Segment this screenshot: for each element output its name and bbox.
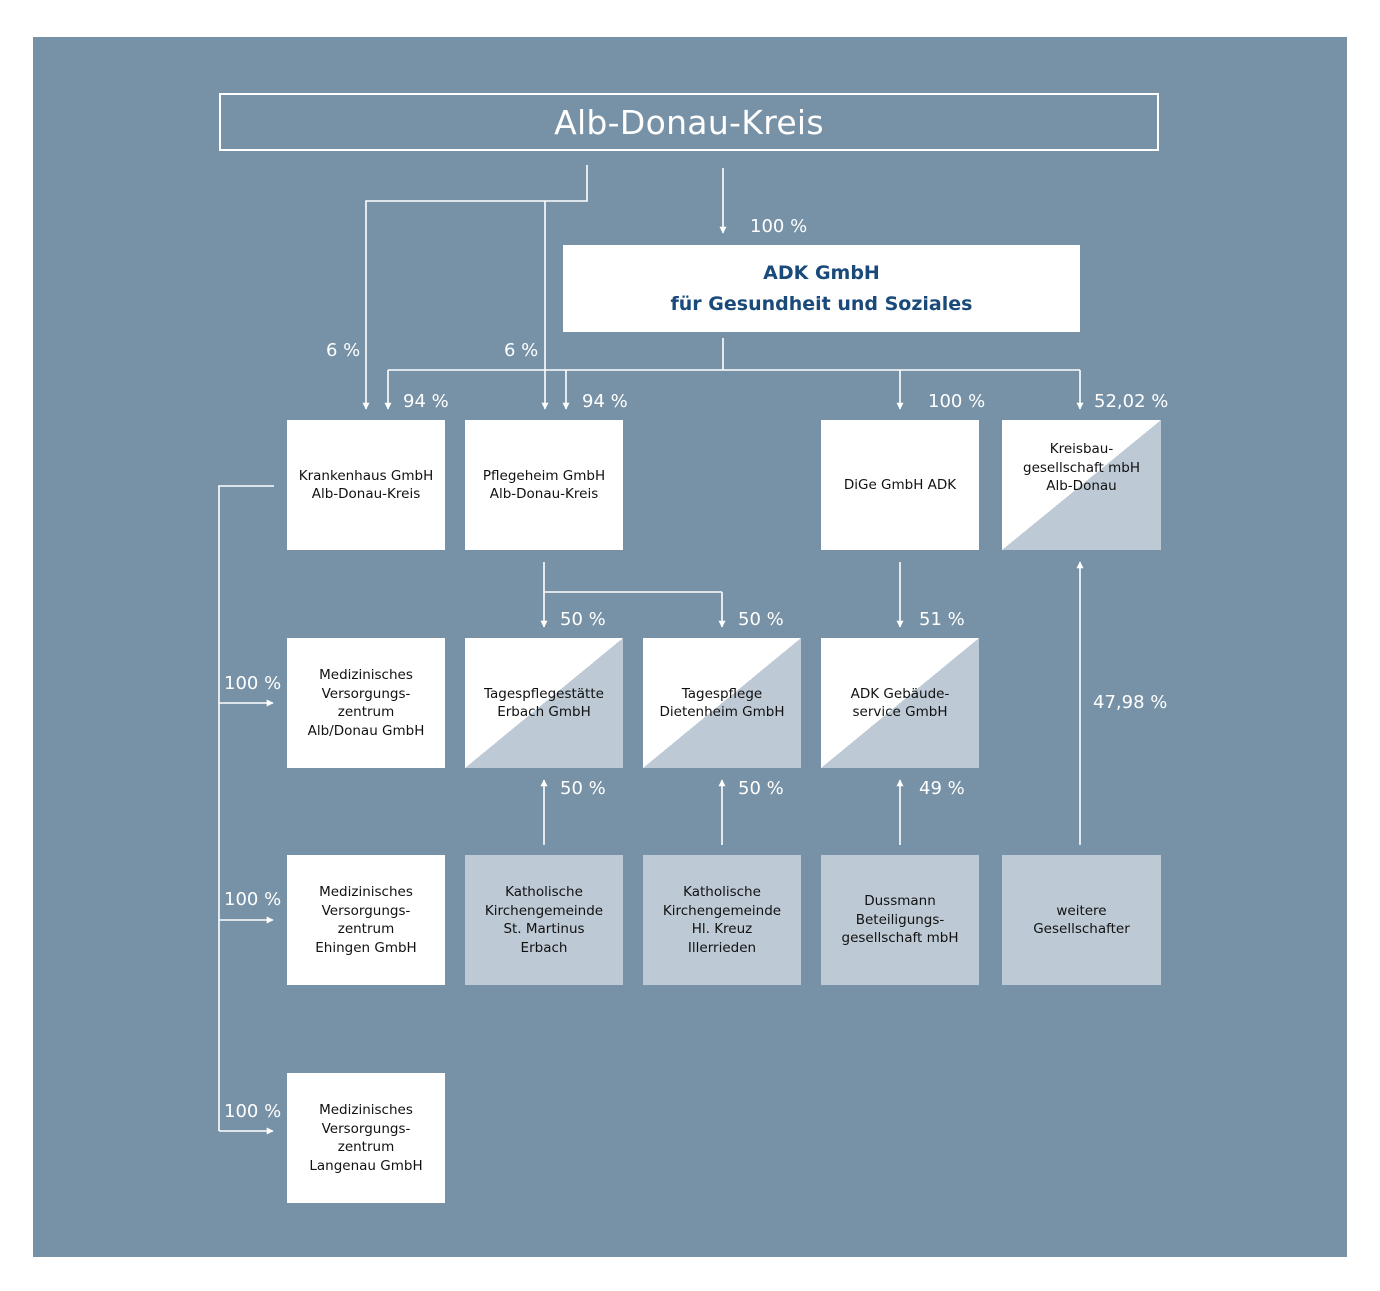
node-label: DiGe GmbH ADK: [843, 476, 957, 493]
share-dietenheim-from-pflegeheim: 50 %: [738, 609, 784, 630]
line-adk-bus: [388, 338, 1080, 371]
node-label: Pflegeheim GmbH Alb-Donau-Kreis: [482, 467, 606, 503]
node-label: Medizinisches Versorgungs- zentrum Ehing…: [315, 884, 417, 956]
line-pflegeheim-bus: [543, 562, 722, 593]
node-dige: DiGe GmbH ADK: [821, 420, 979, 550]
node-label: Medizinisches Versorgungs- zentrum Alb/D…: [307, 667, 425, 739]
share-pflegeheim-from-root: 6 %: [504, 340, 539, 361]
node-dussmann: Dussmann Beteiligungs- gesellschaft mbH: [821, 855, 979, 985]
node-adk-gmbh: ADK GmbH für Gesundheit und Soziales: [563, 245, 1080, 332]
share-pflegeheim-from-adk: 94 %: [582, 391, 628, 412]
share-adk-from-root: 100 %: [750, 216, 808, 237]
share-mvz-langenau: 100 %: [224, 1101, 282, 1122]
node-label: Kreisbau- gesellschaft mbH Alb-Donau: [1023, 441, 1140, 495]
share-kreisbau-from-adk: 52,02 %: [1094, 391, 1169, 412]
node-label: Medizinisches Versorgungs- zentrum Lange…: [309, 1102, 423, 1174]
node-kath-illerrieden: Katholische Kirchengemeinde Hl. Kreuz Il…: [643, 855, 801, 985]
share-kreisbau-from-weitere: 47,98 %: [1093, 692, 1168, 713]
node-label: Tagespflege Dietenheim GmbH: [659, 685, 785, 721]
node-weitere-gesellschafter: weitere Gesellschafter: [1002, 855, 1161, 985]
node-mvz-ehingen: Medizinisches Versorgungs- zentrum Ehing…: [287, 855, 445, 985]
node-label: ADK Gebäude- service GmbH: [850, 685, 950, 721]
node-mvz-langenau: Medizinisches Versorgungs- zentrum Lange…: [287, 1073, 445, 1203]
node-kath-erbach: Katholische Kirchengemeinde St. Martinus…: [465, 855, 623, 985]
node-krankenhaus: Krankenhaus GmbH Alb-Donau-Kreis: [287, 420, 445, 550]
line-root-krankenhaus: [362, 165, 588, 410]
node-label: Tagespflegestätte Erbach GmbH: [484, 685, 604, 721]
node-tagespflege-erbach: Tagespflegestätte Erbach GmbH: [465, 638, 623, 768]
share-erbach-from-kath: 50 %: [560, 778, 606, 799]
node-label: Krankenhaus GmbH Alb-Donau-Kreis: [298, 467, 434, 503]
node-label: Katholische Kirchengemeinde Hl. Kreuz Il…: [662, 884, 782, 956]
share-dietenheim-from-kath: 50 %: [738, 778, 784, 799]
node-label: Katholische Kirchengemeinde St. Martinus…: [484, 884, 604, 956]
share-gebaeude-from-dussmann: 49 %: [919, 778, 965, 799]
node-alb-donau-kreis: Alb-Donau-Kreis: [219, 93, 1159, 151]
share-mvz-albdonau: 100 %: [224, 673, 282, 694]
node-kreisbau: Kreisbau- gesellschaft mbH Alb-Donau: [1002, 420, 1161, 550]
node-tagespflege-dietenheim: Tagespflege Dietenheim GmbH: [643, 638, 801, 768]
share-dige-from-adk: 100 %: [928, 391, 986, 412]
share-krankenhaus-from-root: 6 %: [326, 340, 361, 361]
share-erbach-from-pflegeheim: 50 %: [560, 609, 606, 630]
share-mvz-ehingen: 100 %: [224, 889, 282, 910]
node-adk-gebaeudeservice: ADK Gebäude- service GmbH: [821, 638, 979, 768]
node-label: Dussmann Beteiligungs- gesellschaft mbH: [841, 893, 959, 947]
node-label: weitere Gesellschafter: [1033, 902, 1130, 938]
node-mvz-albdonau: Medizinisches Versorgungs- zentrum Alb/D…: [287, 638, 445, 768]
node-pflegeheim: Pflegeheim GmbH Alb-Donau-Kreis: [465, 420, 623, 550]
share-gebaeude-from-dige: 51 %: [919, 609, 965, 630]
share-krankenhaus-from-adk: 94 %: [403, 391, 449, 412]
line-krankenhaus-bus: [218, 485, 274, 1131]
